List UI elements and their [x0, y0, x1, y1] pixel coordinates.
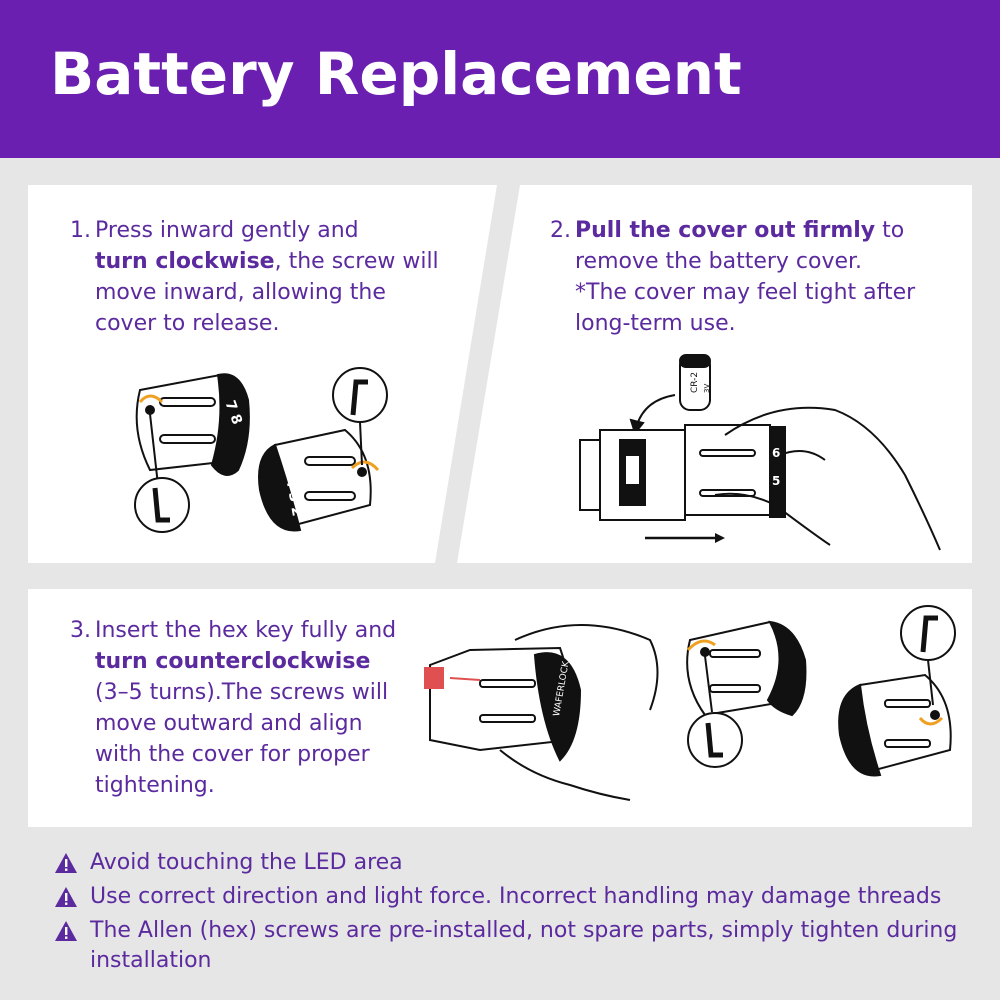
step-3-line-3: (3–5 turns).The screws will: [95, 680, 389, 705]
warning-2-text: Use correct direction and light force. I…: [90, 884, 942, 909]
step-3-number: 3.: [70, 618, 91, 643]
step-1-text: 1. Press inward gently and turn clockwis…: [70, 215, 470, 345]
step-1-number: 1.: [70, 218, 91, 243]
step-1-line-4: cover to release.: [95, 311, 280, 336]
knob-1-digits: 7 8: [222, 398, 245, 426]
warning-1: Avoid touching the LED area: [54, 848, 954, 878]
warning-3-text: The Allen (hex) screws are pre-installed…: [90, 918, 958, 973]
step-2-line-3: *The cover may feel tight after: [575, 280, 916, 305]
header-banner: Battery Replacement: [0, 0, 1000, 158]
battery-label: CR-2: [690, 372, 700, 393]
step-1-after-bold: , the screw will: [274, 249, 439, 274]
step-2-number: 2.: [550, 218, 571, 243]
step-2-bold: Pull the cover out firmly: [575, 218, 876, 243]
warning-2: Use correct direction and light force. I…: [54, 882, 954, 912]
illustration-step-1: 7 8 4 3 2: [134, 367, 388, 533]
step-1-line-1: Press inward gently and: [95, 218, 359, 243]
step-2-line-2: remove the battery cover.: [575, 249, 863, 274]
cover-digits-2: 5: [772, 474, 780, 488]
step-3-text: 3. Insert the hex key fully and turn cou…: [70, 615, 420, 805]
knob-2-digits: 4 3 2: [282, 477, 305, 518]
step-2-after-bold: to: [875, 218, 905, 243]
battery-voltage: 3V: [703, 384, 711, 393]
step-2-line-4: long-term use.: [575, 311, 736, 336]
step-1-line-3: move inward, allowing the: [95, 280, 386, 305]
step-3-line-6: tightening.: [95, 773, 215, 798]
step-3-line-4: move outward and align: [95, 711, 363, 736]
page-title: Battery Replacement: [50, 40, 742, 108]
warning-3: The Allen (hex) screws are pre-installed…: [54, 916, 957, 978]
illustration-step-2: CR-2 3V 6 5: [579, 354, 941, 551]
step-3-line-1: Insert the hex key fully and: [95, 618, 397, 643]
step-3-bold: turn counterclockwise: [95, 649, 371, 674]
illustration-step-3: WAFERLOCK: [424, 605, 956, 801]
step-3-line-5: with the cover for proper: [95, 742, 370, 767]
warning-icon: [55, 921, 77, 941]
warning-1-text: Avoid touching the LED area: [90, 850, 403, 875]
warning-icon: [55, 887, 77, 907]
cover-digits: 6: [772, 446, 780, 460]
step-2-text: 2. Pull the cover out firmly to remove t…: [550, 215, 950, 345]
step-1-bold: turn clockwise: [95, 249, 275, 274]
warning-icon: [55, 853, 77, 873]
